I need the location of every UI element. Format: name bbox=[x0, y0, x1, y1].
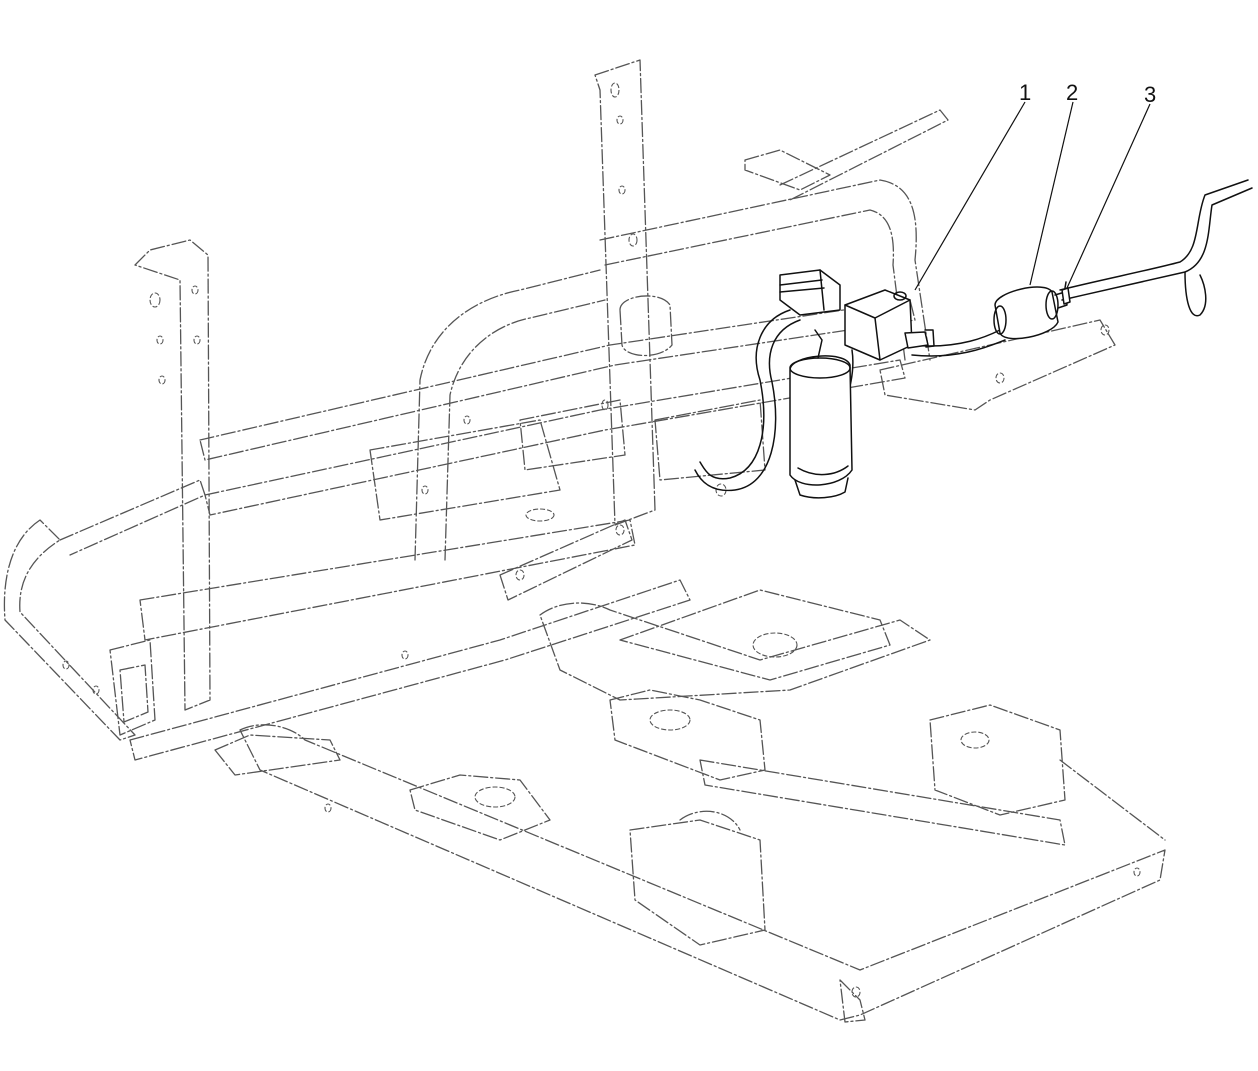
callout-1: 1 bbox=[914, 80, 1031, 291]
fuel-pump bbox=[779, 269, 935, 361]
leader-line-3 bbox=[1066, 103, 1151, 289]
callout-label-2: 2 bbox=[1066, 80, 1078, 105]
callout-2: 2 bbox=[1029, 80, 1078, 286]
fuel-lines bbox=[694, 179, 1253, 492]
callout-label-1: 1 bbox=[1019, 80, 1031, 105]
frame-phantom bbox=[3, 59, 1166, 1023]
leader-line-1 bbox=[914, 101, 1026, 291]
fuel-filter bbox=[993, 286, 1068, 340]
callout-label-3: 3 bbox=[1144, 82, 1156, 107]
frame-holes bbox=[62, 82, 1141, 998]
hose-clamp bbox=[1061, 281, 1071, 305]
leader-line-2 bbox=[1029, 101, 1074, 286]
fuel-canister bbox=[789, 329, 853, 499]
callout-3: 3 bbox=[1066, 82, 1156, 289]
